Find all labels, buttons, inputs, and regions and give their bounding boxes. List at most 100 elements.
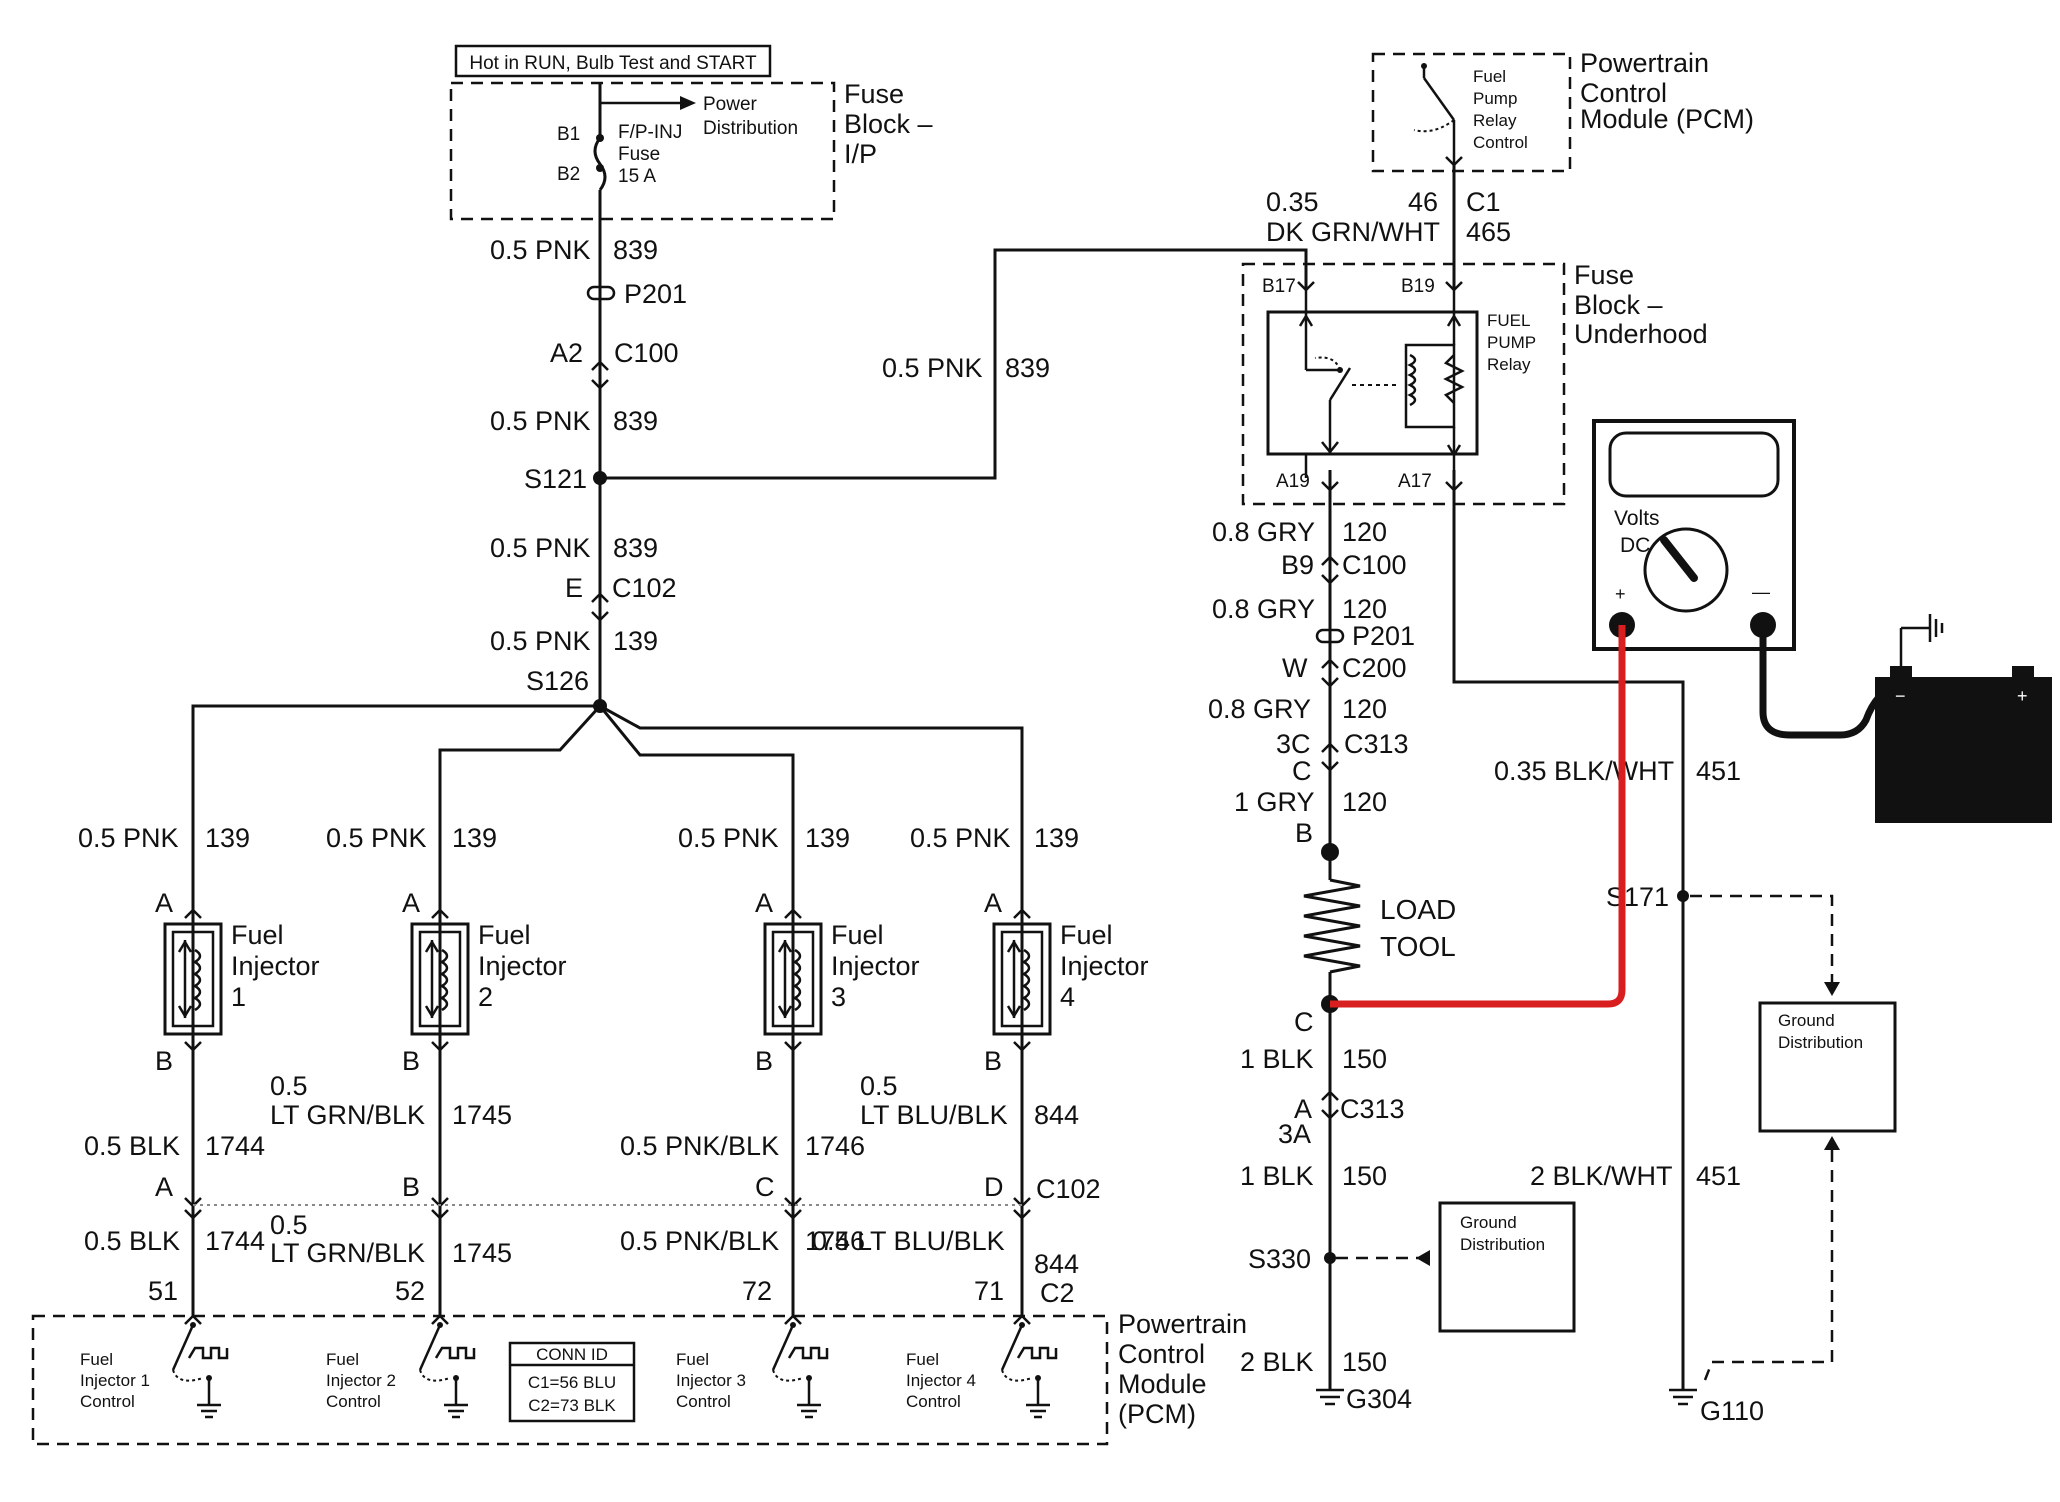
battery-plus-label: + xyxy=(2017,686,2028,706)
splice-label: S121 xyxy=(524,464,587,494)
svg-text:Fuel: Fuel xyxy=(1473,67,1506,86)
connector-label: C1 xyxy=(1466,187,1501,217)
ground-label: G110 xyxy=(1700,1396,1764,1426)
svg-text:Powertrain: Powertrain xyxy=(1118,1309,1247,1339)
svg-text:Ground: Ground xyxy=(1460,1213,1517,1232)
pin-label: 46 xyxy=(1408,187,1438,217)
pin-label: W xyxy=(1282,653,1308,683)
svg-text:Control: Control xyxy=(1580,78,1667,108)
gauge-label: 0.8 GRY xyxy=(1208,694,1311,724)
svg-text:B17: B17 xyxy=(1262,276,1296,297)
pin-label: D xyxy=(984,1172,1004,1202)
wire-label: 0.5 xyxy=(270,1210,308,1240)
circuit-label: 844 xyxy=(1034,1100,1079,1130)
svg-text:Underhood: Underhood xyxy=(1574,319,1708,349)
circuit-label: 139 xyxy=(613,626,658,656)
injector-title: 2 xyxy=(478,982,493,1012)
control-label: Injector 3 xyxy=(676,1371,746,1390)
wire-label: 0.5 PNK xyxy=(910,823,1011,853)
svg-text:Module: Module xyxy=(1118,1369,1207,1399)
injector-title: Fuel xyxy=(831,920,884,950)
pin-label: B xyxy=(755,1046,773,1076)
svg-text:Module (PCM): Module (PCM) xyxy=(1580,104,1754,134)
fuel-injector-2 xyxy=(410,908,476,1419)
connector-label: C100 xyxy=(1342,550,1407,580)
svg-text:A19: A19 xyxy=(1276,471,1310,492)
circuit-label: 1745 xyxy=(452,1238,512,1268)
circuit-label: 120 xyxy=(1342,517,1387,547)
load-tool-label: TOOL xyxy=(1380,931,1456,962)
splice-label: S171 xyxy=(1606,882,1669,912)
fuse-block-ip: Fuse Block – I/P B1 B2 F/P-INJ Fuse 15 A… xyxy=(449,79,933,221)
control-label: Control xyxy=(80,1392,135,1411)
wire-label: 0.5 PNK xyxy=(490,235,591,265)
pin-label: A2 xyxy=(550,338,583,368)
pin-label: 51 xyxy=(148,1276,178,1306)
pin-label: 3A xyxy=(1278,1119,1311,1149)
pin-label: B xyxy=(155,1046,173,1076)
pump-circuit-wire xyxy=(1303,470,1361,1406)
injector-title: Fuel xyxy=(478,920,531,950)
wire-label: 0.5 PNK xyxy=(490,533,591,563)
circuit-label: 120 xyxy=(1342,694,1387,724)
red-test-lead[interactable] xyxy=(1330,625,1626,1008)
injector-title: Injector xyxy=(831,951,920,981)
svg-text:Distribution: Distribution xyxy=(1778,1033,1863,1052)
svg-text:15 A: 15 A xyxy=(618,166,656,187)
pin-label: A xyxy=(155,1172,173,1202)
circuit-label: 120 xyxy=(1342,594,1387,624)
pin-label: B xyxy=(984,1046,1002,1076)
pin-label: 71 xyxy=(974,1276,1004,1306)
pin-label: C xyxy=(1292,756,1312,786)
voltmeter-mode: Volts xyxy=(1614,507,1660,530)
ground-distribution-lower: Ground Distribution xyxy=(1336,1201,1576,1333)
svg-text:C1=56 BLU: C1=56 BLU xyxy=(528,1373,616,1392)
pin-label: A xyxy=(984,888,1002,918)
connector-label: C102 xyxy=(1036,1174,1101,1204)
control-label: Injector 1 xyxy=(80,1371,150,1390)
control-label: Fuel xyxy=(906,1350,939,1369)
wire-label: LT BLU/BLK xyxy=(860,1100,1008,1130)
fuel-injector-1 xyxy=(163,908,229,1419)
wire-label: 0.5 PNK/BLK xyxy=(620,1226,779,1256)
wire-label: 0.5 PNK xyxy=(78,823,179,853)
splice-label: S330 xyxy=(1248,1244,1311,1274)
svg-text:Distribution: Distribution xyxy=(703,118,798,139)
svg-text:Relay: Relay xyxy=(1473,111,1517,130)
fuel-injector-4 xyxy=(992,908,1058,1419)
circuit-label: 1744 xyxy=(205,1226,265,1256)
svg-text:Powertrain: Powertrain xyxy=(1580,48,1709,78)
pin-label: B xyxy=(402,1172,420,1202)
p201-label: P201 xyxy=(1352,621,1415,651)
circuit-label: 150 xyxy=(1342,1347,1387,1377)
injector-title: Injector xyxy=(231,951,320,981)
connector-label: C2 xyxy=(1040,1278,1075,1308)
svg-text:Distribution: Distribution xyxy=(1460,1235,1545,1254)
svg-text:Power: Power xyxy=(703,94,758,115)
control-label: Injector 2 xyxy=(326,1371,396,1390)
svg-text:Relay: Relay xyxy=(1487,355,1531,374)
injector-title: 4 xyxy=(1060,982,1075,1012)
control-label: Injector 4 xyxy=(906,1371,976,1390)
injector-title: Fuel xyxy=(231,920,284,950)
circuit-label: 839 xyxy=(613,235,658,265)
pin-label: B xyxy=(402,1046,420,1076)
gauge-label: 1 GRY xyxy=(1234,787,1315,817)
voltmeter: Volts DC + — xyxy=(1592,419,1796,651)
gauge-label: 1 BLK xyxy=(1240,1161,1314,1191)
wire-label: 0.5 PNK/BLK xyxy=(620,1131,779,1161)
minus-terminal[interactable] xyxy=(1750,612,1776,638)
injector-title: Fuel xyxy=(1060,920,1113,950)
battery-minus-label: − xyxy=(1895,686,1906,706)
gauge-label: 2 BLK xyxy=(1240,1347,1314,1377)
pin-label: C xyxy=(1294,1007,1314,1037)
gauge-label: 0.35 BLK/WHT xyxy=(1494,756,1674,786)
svg-text:Control: Control xyxy=(1118,1339,1205,1369)
wire-label: 0.5 PNK xyxy=(490,626,591,656)
dial-pointer xyxy=(1660,536,1698,582)
control-label: Fuel xyxy=(80,1350,113,1369)
gauge-label: 0.8 GRY xyxy=(1212,517,1315,547)
pin-label: A xyxy=(155,888,173,918)
ground-label: G304 xyxy=(1346,1384,1412,1414)
wire-label: 0.5 PNK xyxy=(490,406,591,436)
